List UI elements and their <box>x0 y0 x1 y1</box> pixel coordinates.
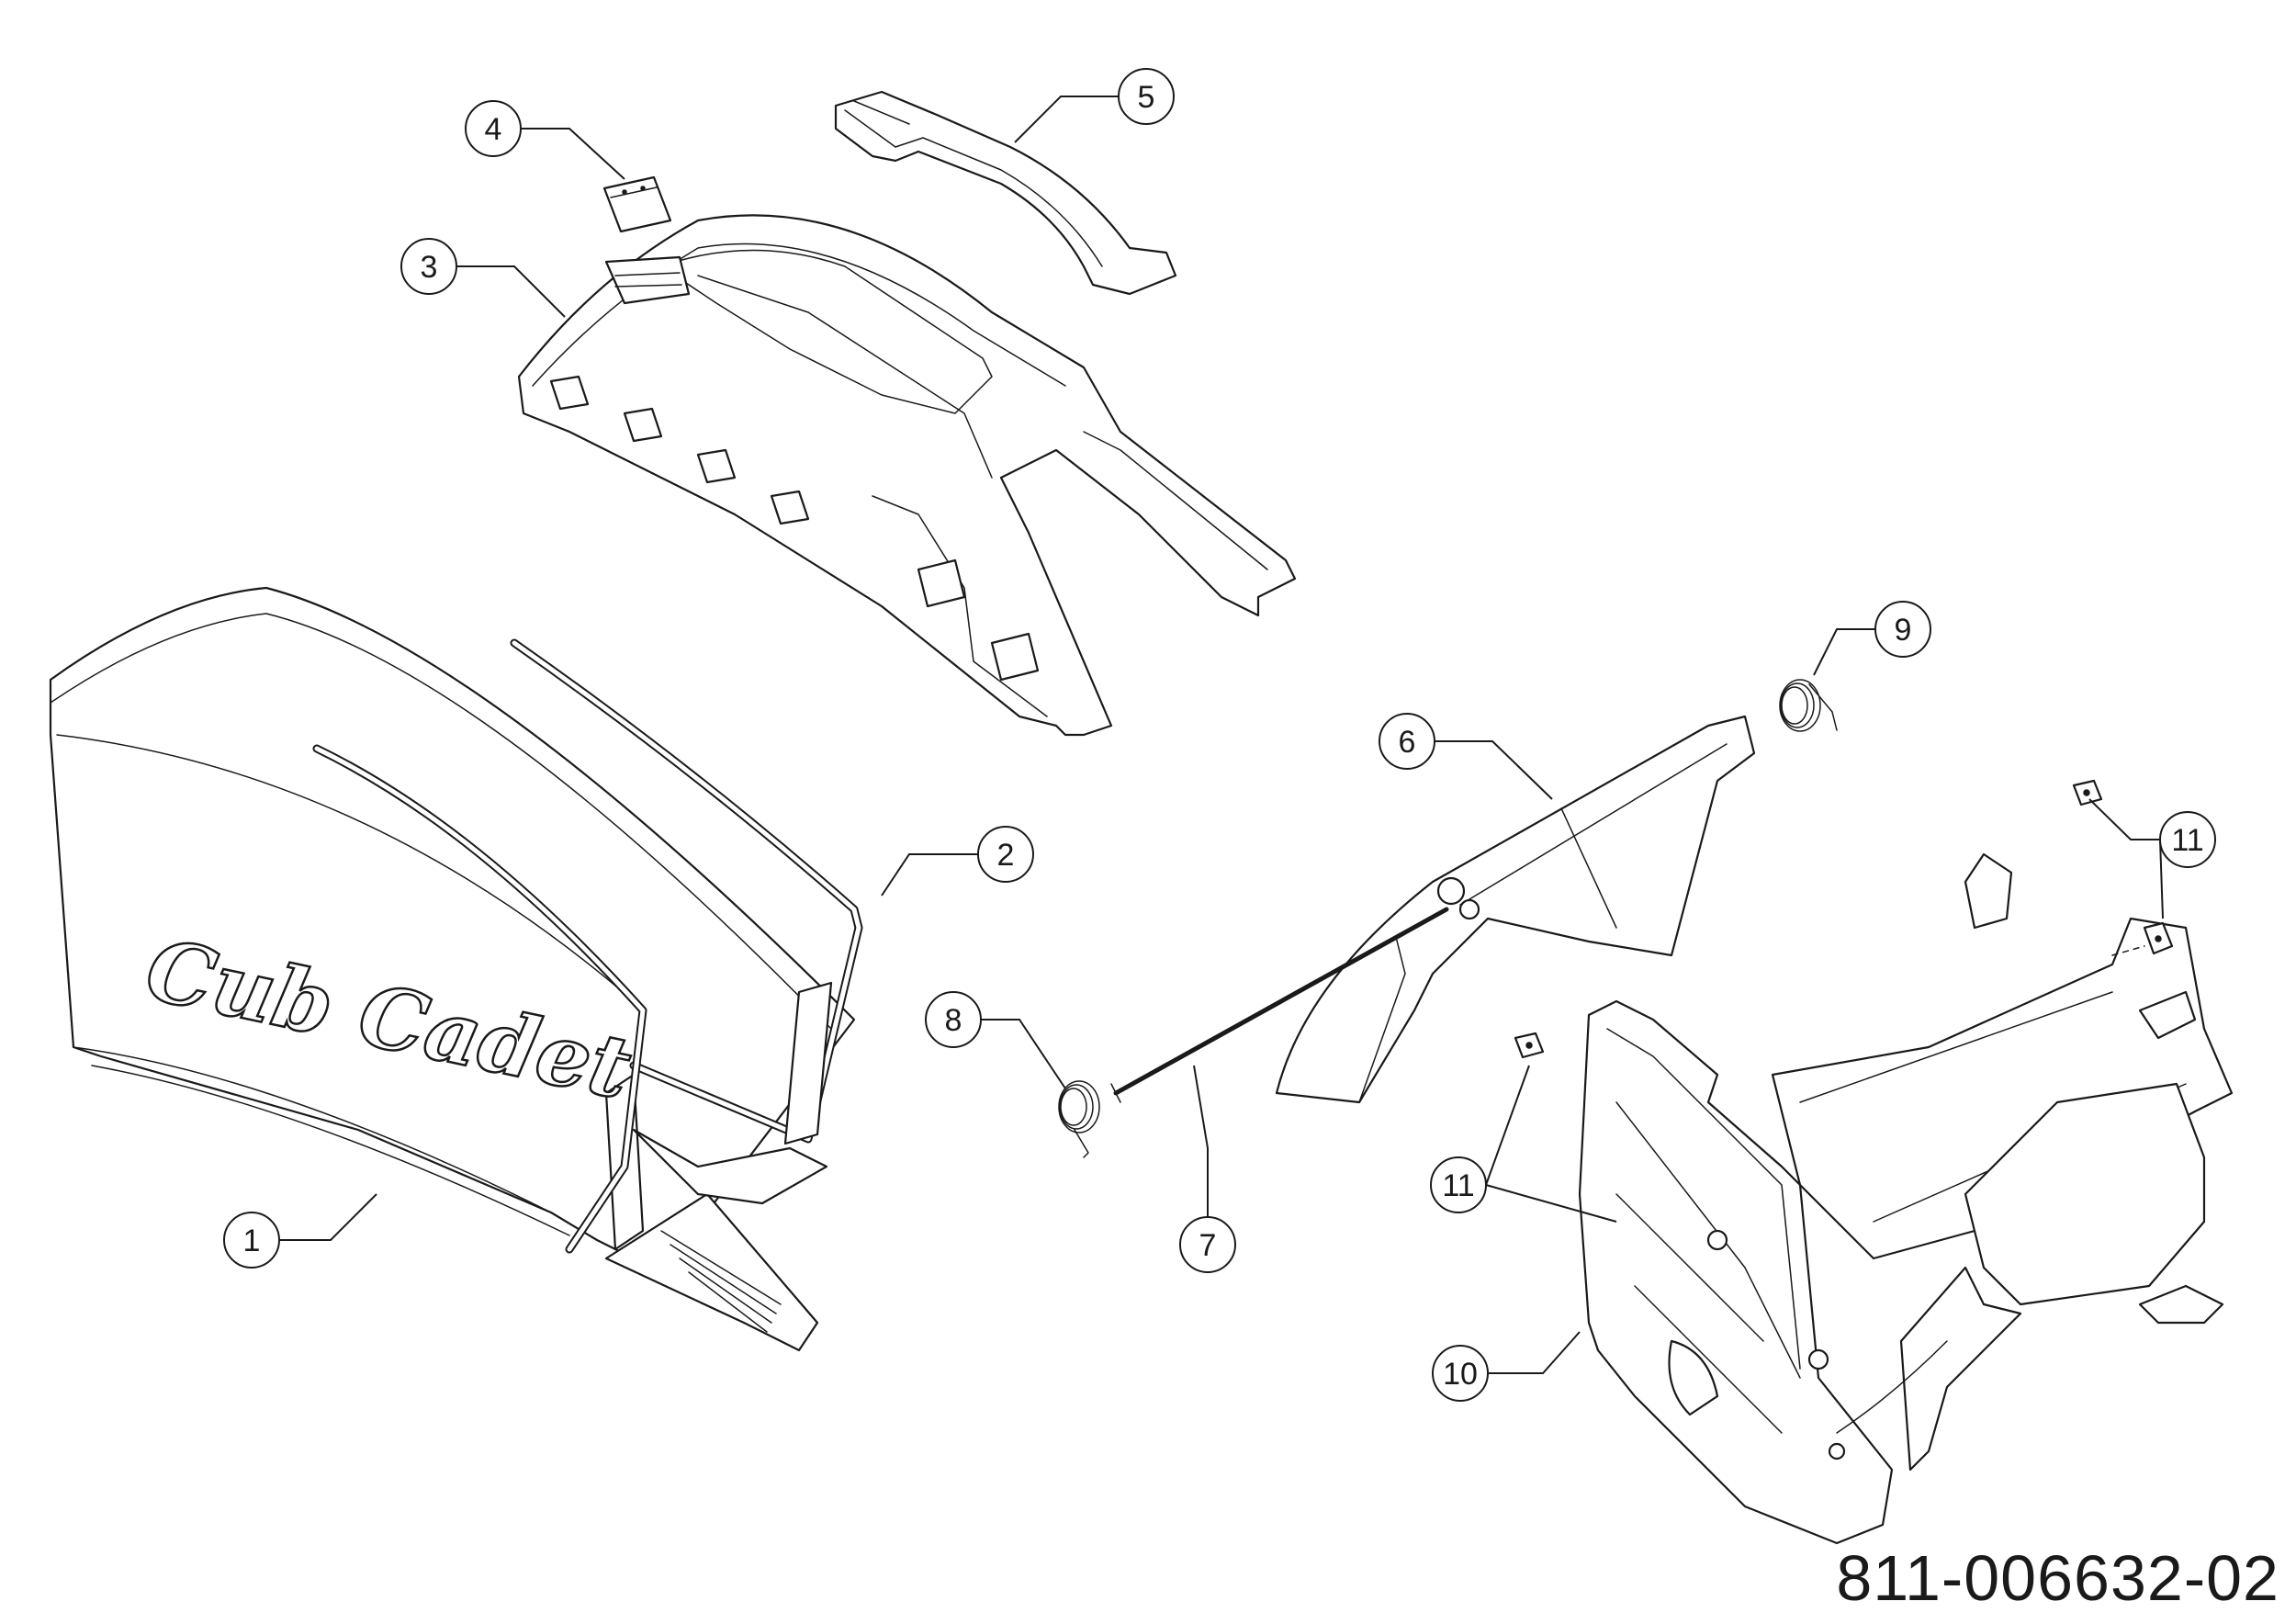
part-2-bag-frame <box>312 638 863 1254</box>
callout-1: 1 <box>223 1212 280 1269</box>
svg-text:7: 7 <box>1199 1228 1217 1263</box>
svg-text:2: 2 <box>997 838 1015 873</box>
svg-text:8: 8 <box>945 1003 962 1038</box>
part-11-nut-b <box>2111 921 2174 956</box>
callout-8: 8 <box>925 991 982 1048</box>
callout-3: 3 <box>400 238 457 295</box>
callout-leaders <box>270 96 2164 1374</box>
svg-text:5: 5 <box>1138 80 1155 115</box>
part-5-handle <box>834 90 1177 296</box>
svg-text:9: 9 <box>1895 613 1912 648</box>
callout-4: 4 <box>465 100 522 157</box>
part-11-nut-a <box>2072 779 2103 806</box>
part-3-bag-cover <box>517 214 1297 737</box>
callout-6: 6 <box>1379 713 1435 770</box>
svg-text:11: 11 <box>1442 1168 1474 1203</box>
svg-text:1: 1 <box>243 1224 261 1258</box>
part-11-nut-c <box>1514 1032 1545 1059</box>
callout-9: 9 <box>1874 601 1931 658</box>
callout-10: 10 <box>1432 1345 1489 1402</box>
part-7-rod <box>1113 907 1449 1096</box>
svg-text:11: 11 <box>2171 823 2203 858</box>
svg-text:4: 4 <box>485 112 502 147</box>
part-9-spring <box>1779 679 1838 732</box>
part-7-rod-end <box>1110 1083 1121 1103</box>
svg-text:10: 10 <box>1443 1357 1478 1392</box>
svg-text:6: 6 <box>1399 725 1416 760</box>
callout-2: 2 <box>977 826 1034 883</box>
drawing-number: 811-006632-02 <box>1836 1542 2279 1614</box>
callout-5: 5 <box>1118 68 1175 125</box>
callout-11-left: 11 <box>1430 1156 1487 1213</box>
part-8-spring <box>1058 1080 1100 1158</box>
part-10-rear-frame <box>1578 852 2234 1545</box>
part-4-clip <box>602 175 672 233</box>
callout-7: 7 <box>1179 1216 1236 1273</box>
part-6-flap <box>1275 715 1756 1104</box>
part-1-grass-bag: Cub Cadet <box>49 586 856 1352</box>
svg-text:3: 3 <box>421 250 438 285</box>
callout-11-right: 11 <box>2159 811 2216 868</box>
